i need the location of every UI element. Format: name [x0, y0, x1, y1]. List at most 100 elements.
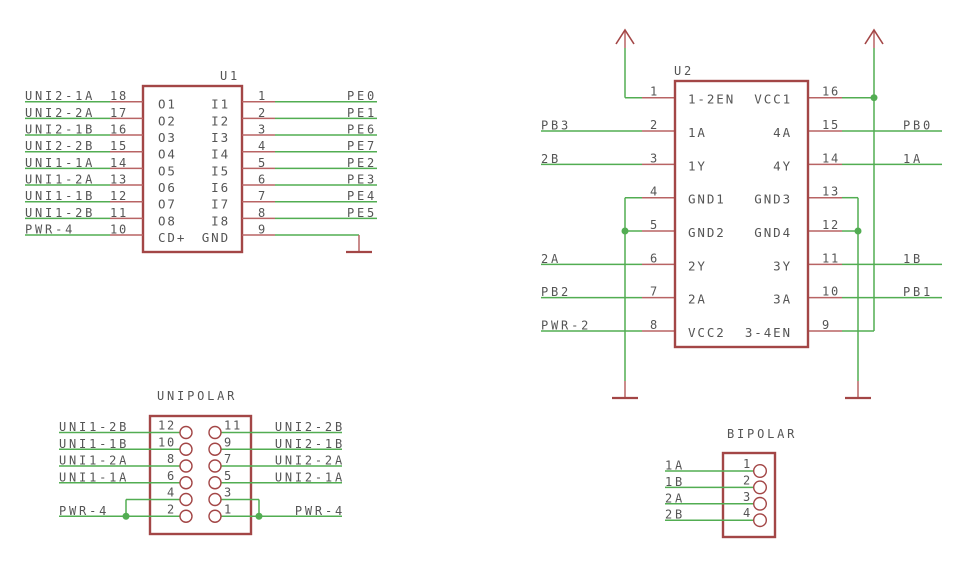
- pin-name: GND4: [754, 225, 792, 240]
- pin-name: 2Y: [688, 258, 707, 273]
- net-label: UNI2-1B: [275, 437, 345, 451]
- pin-name: GND2: [688, 225, 726, 240]
- net-label: UNI2-2A: [25, 106, 95, 120]
- pin-number: 2: [743, 473, 752, 487]
- pin-name: O4: [158, 147, 177, 162]
- connector-pad: [208, 425, 222, 440]
- pin-name: 3A: [773, 292, 792, 307]
- net-label: 2B: [541, 152, 561, 166]
- pin-number: 6: [650, 251, 659, 265]
- pin-number: 8: [258, 206, 267, 220]
- pin-number: 4: [167, 486, 176, 500]
- pin-number: 12: [158, 419, 176, 433]
- pin-number: 8: [650, 318, 659, 332]
- connector-pad: [208, 476, 222, 490]
- net-label: UNI2-2A: [275, 454, 345, 468]
- junction-dot: [621, 227, 629, 235]
- net-label: PWR-4: [59, 504, 109, 518]
- pin-number: 15: [110, 139, 128, 153]
- pin-name: O1: [158, 97, 177, 112]
- junction-dot: [854, 227, 862, 235]
- bipolar-body: [721, 451, 777, 539]
- u1-designator: U1: [220, 69, 240, 83]
- net-label: PE5: [347, 206, 377, 220]
- unipolar-body: [148, 414, 253, 536]
- pin-name: I5: [211, 163, 230, 178]
- pin-name: 1Y: [688, 158, 707, 173]
- pin-name: I1: [211, 97, 230, 112]
- net-label: PE1: [347, 106, 377, 120]
- net-label: UNI1-2B: [25, 206, 95, 220]
- net-label: PE3: [347, 173, 377, 187]
- pin-number: 11: [110, 206, 128, 220]
- net-label: PE6: [347, 123, 377, 137]
- net-label: UNI1-1A: [25, 156, 95, 170]
- pin-number: 1: [650, 85, 659, 99]
- net-label: UNI1-2A: [59, 454, 129, 468]
- net-label: 2A: [665, 491, 685, 505]
- pin-name: GND3: [754, 192, 792, 207]
- pin-name: 4A: [773, 125, 792, 140]
- pin-number: 12: [822, 218, 840, 232]
- pin-number: 4: [743, 506, 752, 520]
- pin-number: 16: [822, 85, 840, 99]
- pin-number: 10: [158, 435, 176, 449]
- net-label: 2B: [665, 508, 685, 522]
- pin-name: 2A: [688, 292, 707, 307]
- pin-number: 14: [110, 156, 128, 170]
- pin-number: 3: [650, 151, 659, 165]
- pin-name: I8: [211, 213, 230, 228]
- net-label: PWR-2: [541, 319, 591, 333]
- pin-number: 9: [258, 223, 267, 237]
- net-label: PE7: [347, 139, 377, 153]
- pin-number: 6: [167, 469, 176, 483]
- pin-number: 6: [258, 173, 267, 187]
- connector-pad: [753, 480, 768, 495]
- pin-number: 8: [167, 452, 176, 466]
- pin-name: CD+: [158, 230, 186, 245]
- pin-number: 4: [650, 185, 659, 199]
- pin-name: GND: [202, 230, 230, 245]
- pin-name: I3: [211, 130, 230, 145]
- connector-pad: [208, 459, 222, 473]
- pin-name: 1A: [688, 125, 707, 140]
- junction-dot: [870, 94, 878, 102]
- pin-number: 2: [650, 118, 659, 132]
- net-label: PB3: [541, 119, 571, 133]
- pin-name: 4Y: [773, 158, 792, 173]
- pin-name: VCC2: [688, 325, 726, 340]
- net-label: UNI2-1A: [275, 470, 345, 484]
- pin-number: 9: [224, 435, 233, 449]
- unipolar-title: UNIPOLAR: [157, 389, 237, 403]
- pin-number: 4: [258, 139, 267, 153]
- pin-number: 5: [650, 218, 659, 232]
- connector-pad: [179, 425, 193, 440]
- pin-number: 10: [110, 223, 128, 237]
- pin-number: 3: [743, 490, 752, 504]
- pin-number: 10: [822, 285, 840, 299]
- pin-number: 7: [650, 285, 659, 299]
- connector-pad: [179, 476, 193, 490]
- pin-name: 3-4EN: [745, 325, 792, 340]
- bipolar-title: BIPOLAR: [727, 427, 797, 441]
- pin-number: 7: [224, 452, 233, 466]
- connector-pad: [179, 459, 193, 473]
- net-label: PB0: [903, 119, 933, 133]
- connector-pad: [179, 509, 193, 523]
- net-label: 1B: [665, 475, 685, 489]
- pin-name: O3: [158, 130, 177, 145]
- pin-number: 2: [258, 106, 267, 120]
- net-label: UNI1-1B: [59, 437, 129, 451]
- net-label: 1A: [903, 152, 923, 166]
- pin-number: 13: [110, 173, 128, 187]
- pin-number: 11: [822, 251, 840, 265]
- pin-number: 16: [110, 123, 128, 137]
- pin-number: 9: [822, 318, 831, 332]
- net-label: UNI1-2B: [59, 420, 129, 434]
- pin-name: O5: [158, 163, 177, 178]
